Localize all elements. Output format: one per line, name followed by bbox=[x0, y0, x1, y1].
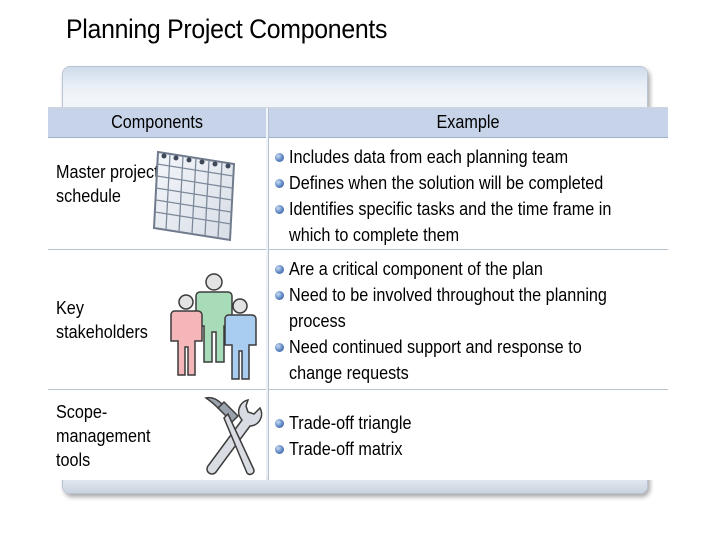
header-components: Components bbox=[48, 108, 266, 138]
list-item: Trade-off matrix bbox=[275, 436, 664, 462]
bullet-list: Includes data from each planning team De… bbox=[275, 144, 664, 248]
list-item: Includes data from each planning team bbox=[275, 144, 664, 170]
bullet-list: Are a critical component of the plan Nee… bbox=[275, 256, 664, 386]
list-item: Are a critical component of the plan bbox=[275, 256, 664, 282]
component-label: Key stakeholders bbox=[56, 298, 148, 342]
bullet-icon bbox=[275, 445, 284, 454]
bullet-icon bbox=[275, 205, 284, 214]
bullet-list: Trade-off triangle Trade-off matrix bbox=[275, 410, 664, 462]
components-table: Components Example Master project schedu… bbox=[48, 107, 668, 480]
list-item: Need continued support and response to c… bbox=[275, 334, 664, 386]
bullet-icon bbox=[275, 291, 284, 300]
frame-top-bar bbox=[63, 67, 647, 101]
header-example-label: Example bbox=[436, 112, 501, 132]
component-label: Master project schedule bbox=[56, 162, 159, 206]
bullet-text: Trade-off matrix bbox=[289, 439, 403, 459]
table-row-component-3: Scope-management tools bbox=[48, 390, 266, 480]
bullet-text: Identifies specific tasks and the time f… bbox=[289, 199, 612, 245]
bullet-text: Are a critical component of the plan bbox=[289, 259, 543, 279]
hammer-wrench-icon bbox=[204, 396, 263, 476]
bullet-icon bbox=[275, 179, 284, 188]
table-row-component-1: Master project schedule bbox=[48, 138, 266, 250]
header-example: Example bbox=[268, 108, 668, 138]
list-item: Identifies specific tasks and the time f… bbox=[275, 196, 664, 248]
bullet-text: Need to be involved throughout the plann… bbox=[289, 285, 607, 331]
slide-title: Planning Project Components bbox=[66, 14, 388, 44]
component-label: Scope-management tools bbox=[56, 402, 151, 470]
people-icon bbox=[170, 273, 257, 380]
table-row-component-2: Key stakeholders bbox=[48, 250, 266, 390]
list-item: Need to be involved throughout the plann… bbox=[275, 282, 664, 334]
bullet-text: Defines when the solution will be comple… bbox=[289, 173, 604, 193]
calendar-grid-icon bbox=[152, 150, 236, 242]
list-item: Trade-off triangle bbox=[275, 410, 664, 436]
table-row-example-1: Includes data from each planning team De… bbox=[268, 138, 668, 250]
bullet-text: Includes data from each planning team bbox=[289, 147, 569, 167]
bullet-icon bbox=[275, 343, 284, 352]
bullet-icon bbox=[275, 265, 284, 274]
bullet-icon bbox=[275, 419, 284, 428]
table-row-example-2: Are a critical component of the plan Nee… bbox=[268, 250, 668, 390]
table-row-example-3: Trade-off triangle Trade-off matrix bbox=[268, 390, 668, 480]
list-item: Defines when the solution will be comple… bbox=[275, 170, 664, 196]
bullet-text: Trade-off triangle bbox=[289, 413, 412, 433]
bullet-text: Need continued support and response to c… bbox=[289, 337, 582, 383]
bullet-icon bbox=[275, 153, 284, 162]
header-components-label: Components bbox=[111, 112, 203, 132]
